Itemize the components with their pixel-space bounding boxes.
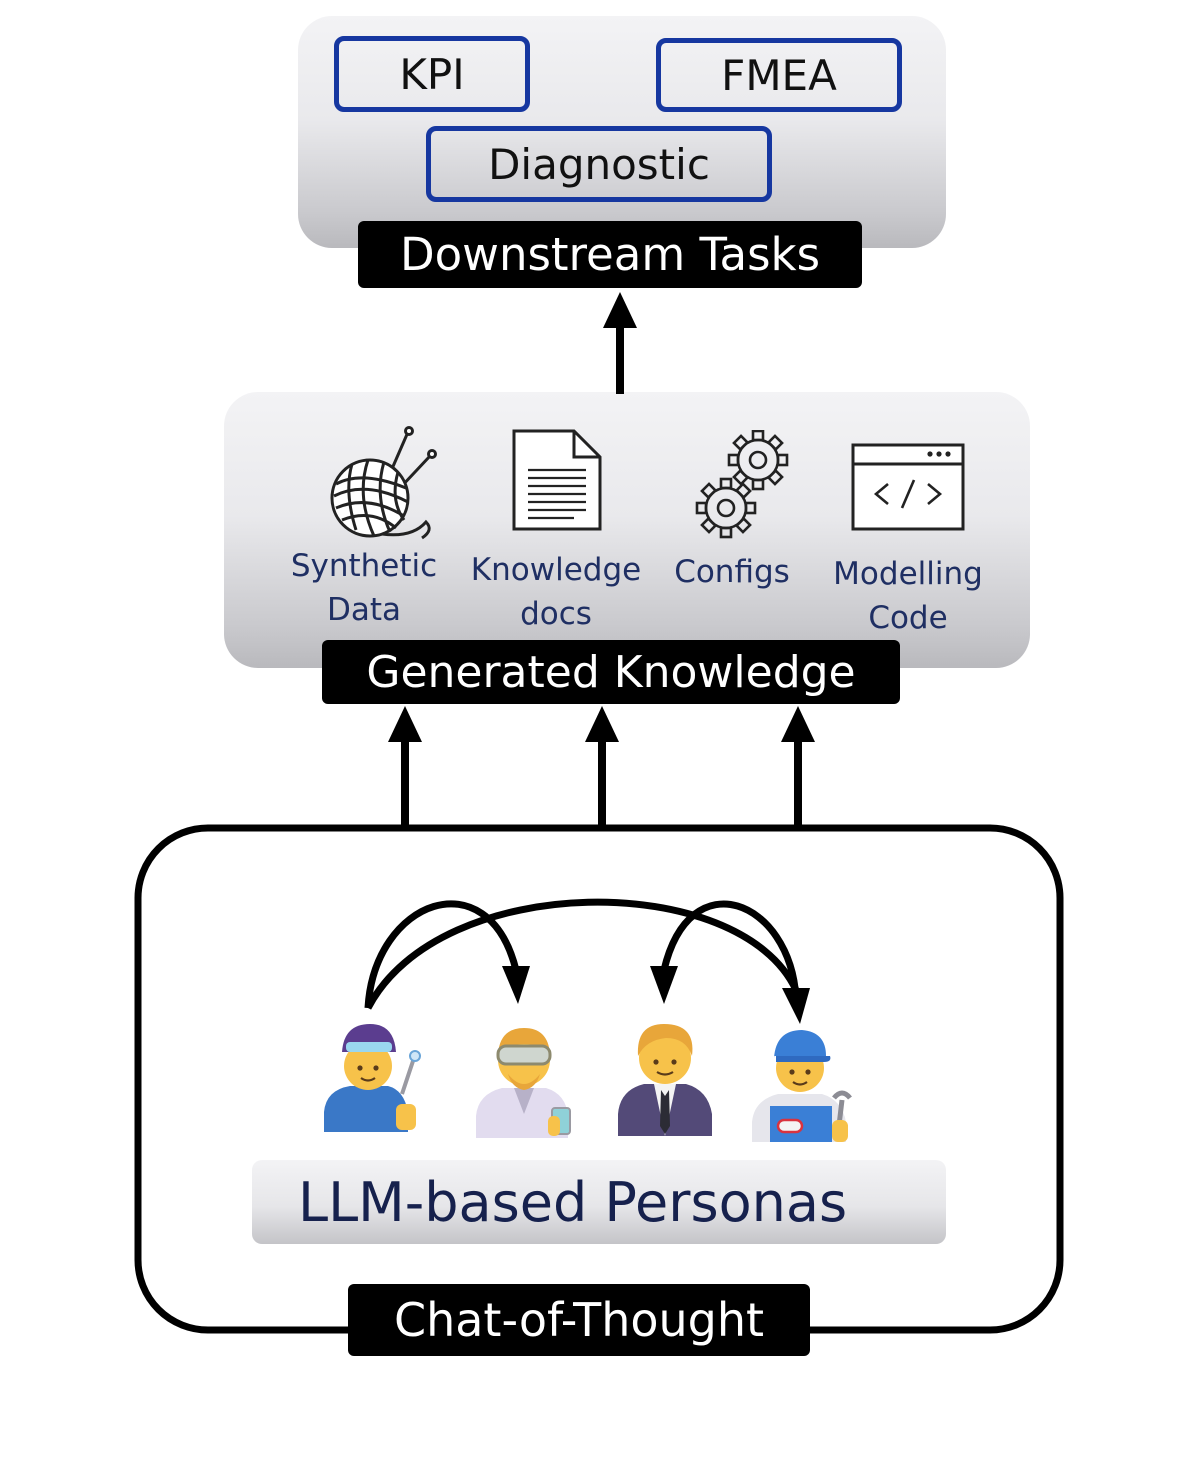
welder-icon bbox=[324, 1024, 421, 1132]
business-person-icon bbox=[618, 1024, 712, 1136]
llm-personas-bar: LLM-based Personas bbox=[252, 1160, 946, 1244]
knowledge-item-knowledge-docs: Knowledge docs bbox=[464, 548, 648, 636]
configs-line1: Configs bbox=[674, 554, 790, 590]
knowledge-docs-line2: docs bbox=[520, 596, 592, 632]
generated-knowledge-title-text: Generated Knowledge bbox=[366, 646, 856, 698]
downstream-tasks-title: Downstream Tasks bbox=[358, 221, 862, 288]
modelling-code-line1: Modelling bbox=[833, 556, 983, 592]
downstream-tasks-panel bbox=[298, 16, 946, 248]
persona-chat-arrows bbox=[364, 898, 800, 1010]
arrow-right-to-knowledge bbox=[781, 706, 815, 828]
kpi-task-label: KPI bbox=[399, 49, 465, 99]
fmea-task-label: FMEA bbox=[721, 50, 837, 100]
generated-knowledge-title: Generated Knowledge bbox=[322, 640, 900, 704]
yarn-ball-icon bbox=[330, 426, 437, 540]
chat-of-thought-title: Chat-of-Thought bbox=[348, 1284, 810, 1356]
modelling-code-line2: Code bbox=[868, 600, 948, 636]
knowledge-item-synthetic-data: Synthetic Data bbox=[274, 544, 454, 632]
scientist-icon bbox=[476, 1028, 571, 1138]
knowledge-docs-line1: Knowledge bbox=[470, 552, 642, 588]
synthetic-data-line1: Synthetic bbox=[290, 548, 438, 584]
knowledge-item-configs: Configs bbox=[662, 550, 802, 594]
synthetic-data-line2: Data bbox=[326, 592, 402, 628]
diagnostic-task-box: Diagnostic bbox=[426, 126, 772, 202]
arrow-middle-to-knowledge bbox=[585, 706, 619, 828]
fmea-task-box: FMEA bbox=[656, 38, 902, 112]
code-window-icon bbox=[851, 443, 965, 531]
diagnostic-task-label: Diagnostic bbox=[488, 139, 710, 189]
mechanic-icon bbox=[752, 1030, 852, 1142]
kpi-task-box: KPI bbox=[334, 36, 530, 112]
chat-of-thought-title-text: Chat-of-Thought bbox=[393, 1293, 765, 1347]
downstream-tasks-title-text: Downstream Tasks bbox=[399, 228, 821, 281]
llm-personas-label: LLM-based Personas bbox=[298, 1170, 848, 1234]
document-icon bbox=[512, 429, 602, 531]
arrow-left-to-knowledge bbox=[388, 706, 422, 828]
knowledge-item-modelling-code: Modelling Code bbox=[822, 552, 994, 640]
gears-icon bbox=[695, 430, 789, 539]
arrow-to-downstream bbox=[603, 292, 637, 394]
